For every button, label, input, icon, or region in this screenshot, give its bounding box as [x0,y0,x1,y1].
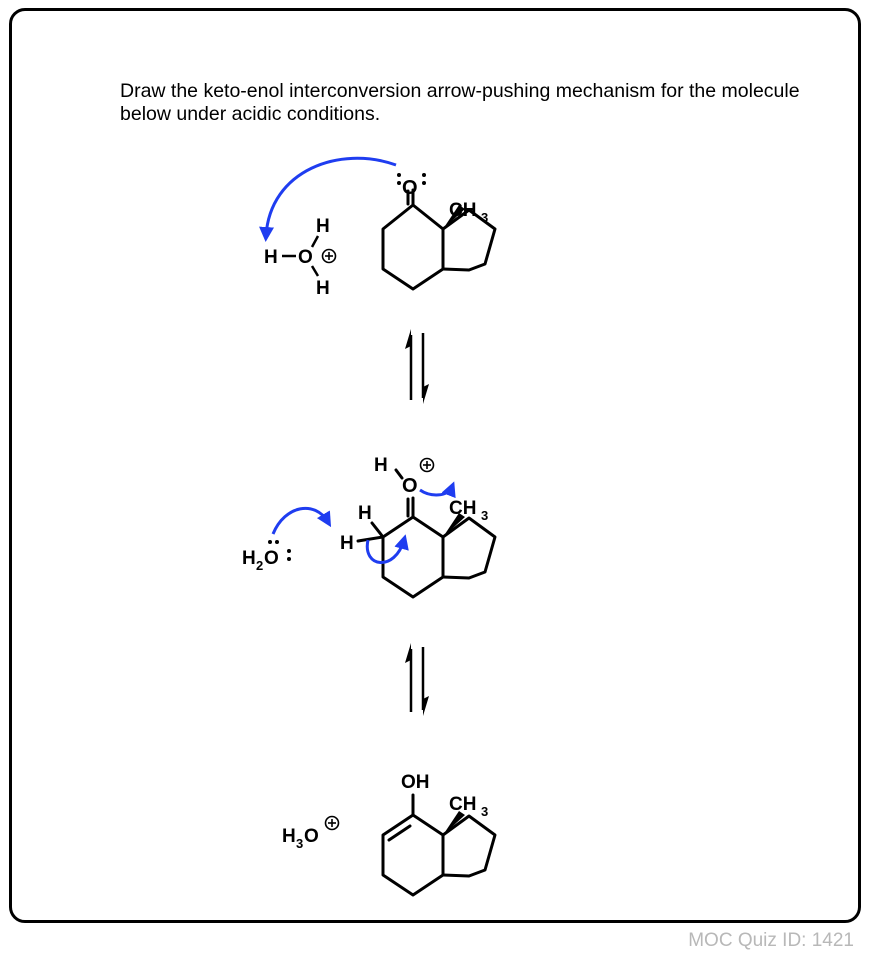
positive-charge-icon [324,815,340,831]
protonated-oxygen-h: H [374,455,388,476]
question-text: Draw the keto-enol interconversion arrow… [120,80,800,125]
question-card [9,8,861,923]
protonated-methyl-ch: CH [449,498,476,519]
protonated-methyl-subscript: 3 [481,508,488,523]
water-subscript: 2 [256,558,263,573]
enol-hydroxyl: OH [401,772,430,793]
water-h: H [242,548,256,569]
enol-methyl-subscript: 3 [481,804,488,819]
water-lone-pairs [268,540,291,561]
hydronium-product-subscript: 3 [296,836,303,851]
quiz-id-footer: MOC Quiz ID: 1421 [688,930,854,951]
curved-arrow-icon [271,481,456,564]
protonated-oxygen-label: O [402,475,418,497]
positive-charge-icon [321,248,337,264]
ketone-wedge-bond [443,205,465,229]
equilibrium-arrow-icon [405,329,429,404]
positive-charge-icon [419,457,435,473]
protonated-ketone-molecule [356,468,497,599]
alpha-hydrogen-top: H [358,503,372,524]
enol-methyl-ch: CH [449,794,476,815]
hydronium-oxygen: O [298,247,313,268]
water-oxygen: O [264,548,279,569]
hydronium-ion: H H O H [264,216,337,299]
enol-wedge-bond [443,811,465,835]
curved-arrow-icon [259,156,397,242]
alpha-hydrogen-left: H [340,533,354,554]
water-molecule: H 2 O [242,540,291,573]
hydronium-h-left: H [264,247,278,268]
hydronium-product-h: H [282,826,296,847]
equilibrium-arrow-icon [405,643,429,716]
enol-molecule [381,793,497,897]
hydronium-product: H 3 O [282,815,340,851]
ketone-molecule [381,188,497,291]
ketone-oxygen-label: O [402,177,418,199]
protonated-wedge-bond [443,513,465,537]
hydronium-h-bottom: H [316,278,330,299]
hydronium-h-top: H [316,216,330,237]
ketone-oxygen-lone-pairs [397,173,426,185]
hydronium-product-oxygen: O [304,826,319,847]
ketone-methyl-ch: CH [449,200,476,221]
ketone-methyl-subscript: 3 [481,210,488,225]
